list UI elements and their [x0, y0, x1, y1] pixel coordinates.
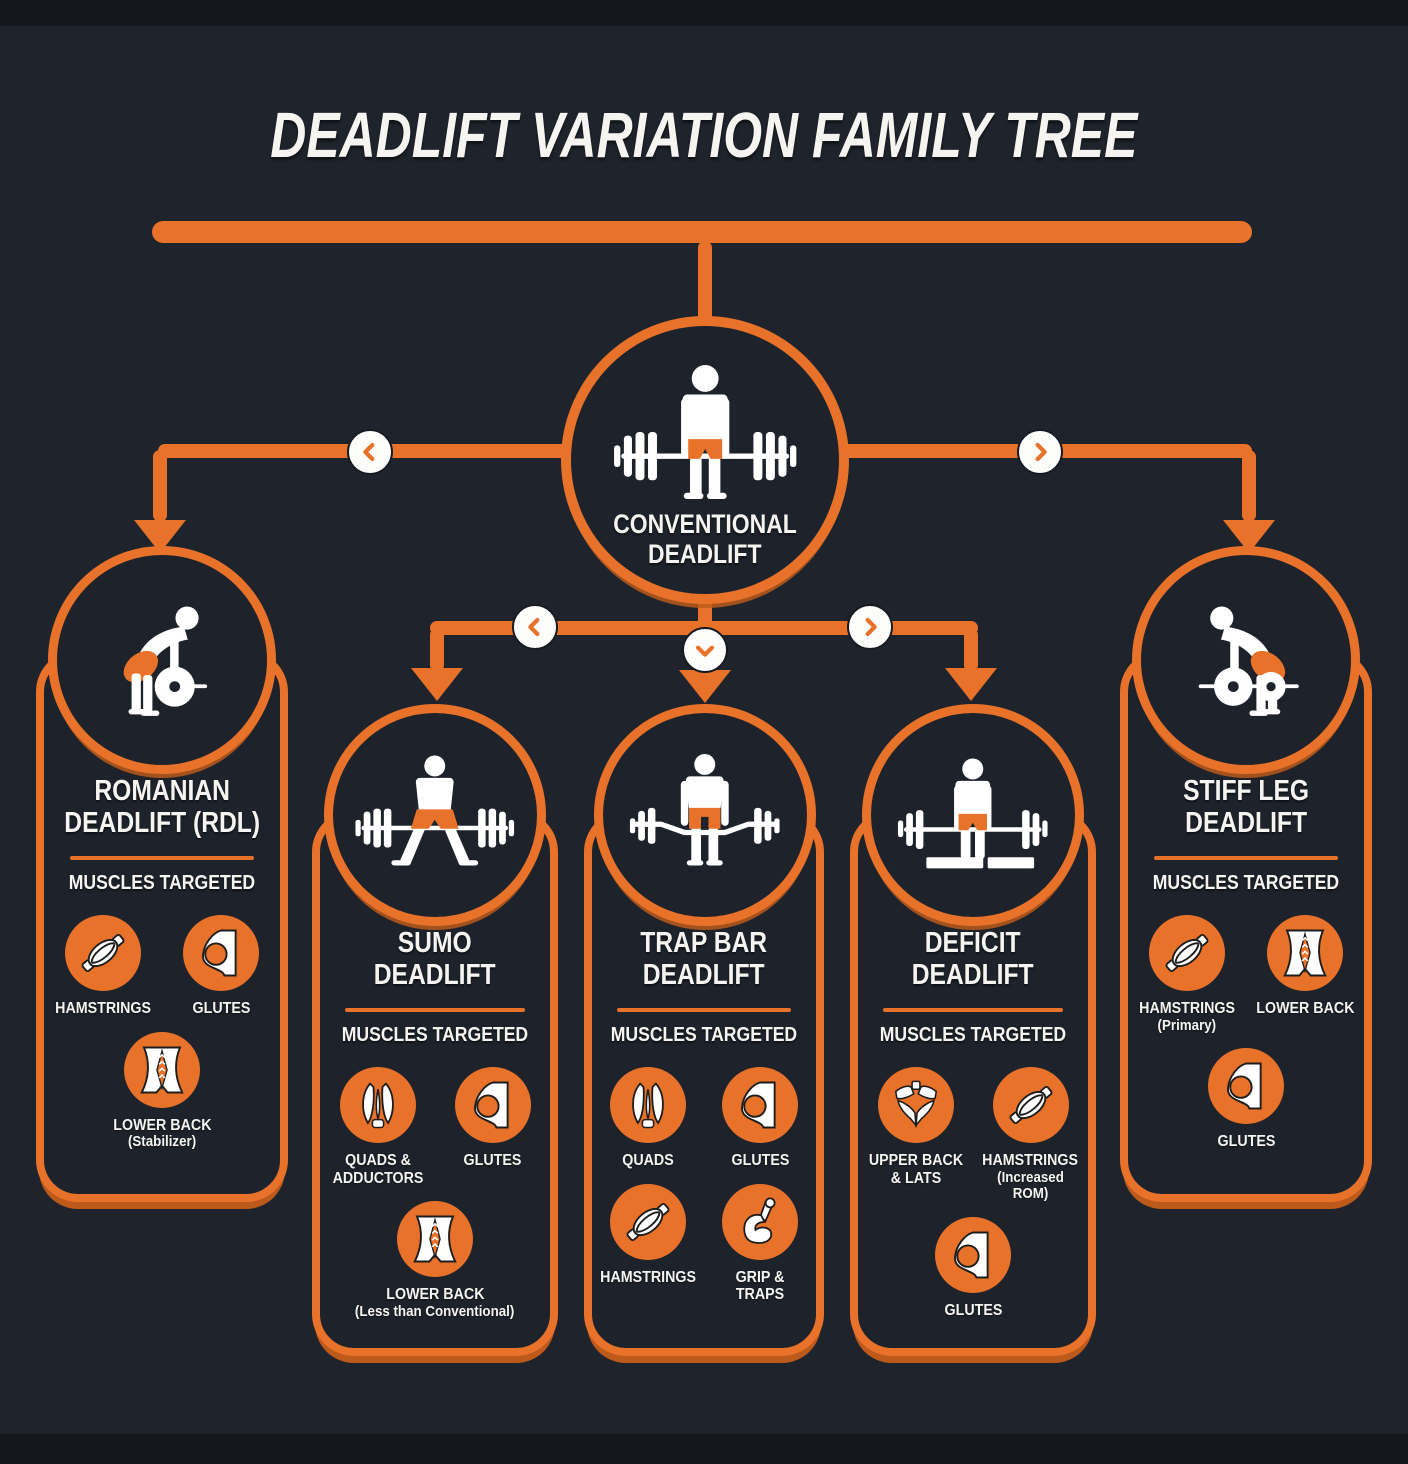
muscle-item: GLUTES — [162, 914, 280, 1018]
card-title: TRAP BAR DEADLIFT — [640, 927, 768, 991]
muscle-grid: QUADS GLUTES HAMSTRINGS GRIP & TRAPS — [592, 1053, 816, 1304]
connector-root-stub — [698, 241, 712, 323]
card-title: SUMO DEADLIFT — [374, 927, 496, 991]
muscle-item: LOWER BACK — [1246, 914, 1364, 1034]
muscle-item: HAMSTRINGS — [592, 1183, 704, 1305]
glute-icon — [935, 1216, 1011, 1293]
muscle-item: GLUTES — [435, 1066, 550, 1188]
divider — [616, 1007, 792, 1012]
divider — [69, 855, 255, 860]
connector-right-vertical — [1242, 450, 1256, 522]
page-title-text: DEADLIFT VARIATION FAMILY TREE — [270, 99, 1138, 171]
muscles-heading: MUSCLES TARGETED — [68, 871, 256, 894]
divider — [883, 1007, 1063, 1012]
node-trap-bar — [594, 704, 816, 926]
muscle-item: LOWER BACK (Stabilizer) — [44, 1031, 280, 1151]
stiff-leg-figure — [1154, 595, 1339, 726]
muscle-grid: HAMSTRINGS GLUTES LOWER BACK (Stabilizer… — [44, 901, 280, 1151]
node-title-line2: DEADLIFT — [648, 538, 762, 569]
node-deficit — [862, 704, 1084, 926]
bicep-icon — [722, 1183, 798, 1260]
deficit-figure — [883, 751, 1063, 878]
muscle-grid: HAMSTRINGS (Primary) LOWER BACK GLUTES — [1128, 901, 1364, 1151]
muscle-item: QUADS — [592, 1066, 704, 1170]
arrow-down-icon — [679, 670, 731, 703]
node-sumo — [324, 704, 546, 926]
connector-deficit-vertical — [964, 628, 978, 672]
muscle-item: QUADS & ADDUCTORS — [320, 1066, 435, 1188]
muscle-item: GLUTES — [704, 1066, 816, 1170]
trap-bar-figure — [615, 751, 795, 878]
chevron-right-icon — [1017, 429, 1063, 475]
arrow-down-icon — [945, 668, 997, 701]
muscles-heading: MUSCLES TARGETED — [610, 1023, 798, 1046]
conventional-deadlift-figure — [598, 357, 812, 509]
rdl-figure — [70, 595, 255, 726]
divider — [345, 1007, 525, 1012]
muscle-item: LOWER BACK (Less than Conventional) — [320, 1201, 550, 1320]
header-bar — [152, 221, 1252, 243]
quads-icon — [339, 1066, 416, 1143]
muscle-item: UPPER BACK & LATS — [858, 1066, 973, 1203]
muscle-item: HAMSTRINGS — [44, 914, 162, 1018]
glute-icon — [183, 914, 259, 991]
chevron-down-icon — [682, 627, 728, 673]
node-conventional-deadlift: CONVENTIONAL DEADLIFT — [561, 316, 849, 604]
connector-sumo-vertical — [430, 628, 444, 672]
muscle-icon — [1149, 914, 1225, 991]
muscle-item: HAMSTRINGS (Increased ROM) — [973, 1066, 1088, 1203]
muscle-item: GLUTES — [1128, 1048, 1364, 1151]
lower-back-icon — [1267, 914, 1343, 991]
arrow-down-icon — [411, 668, 463, 701]
glute-icon — [722, 1066, 798, 1143]
muscle-icon — [65, 914, 141, 991]
muscle-item: HAMSTRINGS (Primary) — [1128, 914, 1246, 1034]
muscle-grid: UPPER BACK & LATS HAMSTRINGS (Increased … — [858, 1053, 1088, 1320]
card-title: STIFF LEG DEADLIFT — [1183, 775, 1309, 839]
muscle-icon — [992, 1066, 1069, 1143]
lower-back-icon — [124, 1031, 200, 1108]
sumo-figure — [345, 751, 525, 878]
muscles-heading: MUSCLES TARGETED — [879, 1023, 1067, 1046]
chevron-left-icon — [512, 604, 558, 650]
lower-back-icon — [397, 1201, 473, 1278]
top-frame-strip — [0, 0, 1408, 26]
muscle-item: GLUTES — [858, 1216, 1088, 1320]
upper-back-icon — [877, 1066, 954, 1143]
glute-icon — [454, 1066, 531, 1143]
bottom-frame-strip — [0, 1434, 1408, 1464]
chevron-left-icon — [347, 429, 393, 475]
glute-icon — [1208, 1048, 1284, 1125]
card-title: DEFICIT DEADLIFT — [912, 927, 1034, 991]
node-title-line1: CONVENTIONAL — [613, 508, 797, 539]
muscles-heading: MUSCLES TARGETED — [1152, 871, 1340, 894]
quads-icon — [610, 1066, 686, 1143]
muscle-icon — [610, 1183, 686, 1260]
divider — [1153, 855, 1339, 860]
node-stiff-leg — [1132, 546, 1360, 774]
muscles-heading: MUSCLES TARGETED — [341, 1023, 529, 1046]
muscle-grid: QUADS & ADDUCTORS GLUTES LOWER BACK (Les… — [320, 1053, 550, 1321]
node-rdl — [48, 546, 276, 774]
card-title: ROMANIAN DEADLIFT (RDL) — [64, 775, 260, 839]
page-title: DEADLIFT VARIATION FAMILY TREE — [0, 98, 1408, 172]
chevron-right-icon — [847, 604, 893, 650]
connector-left-vertical — [153, 450, 167, 522]
muscle-item: GRIP & TRAPS — [704, 1183, 816, 1305]
